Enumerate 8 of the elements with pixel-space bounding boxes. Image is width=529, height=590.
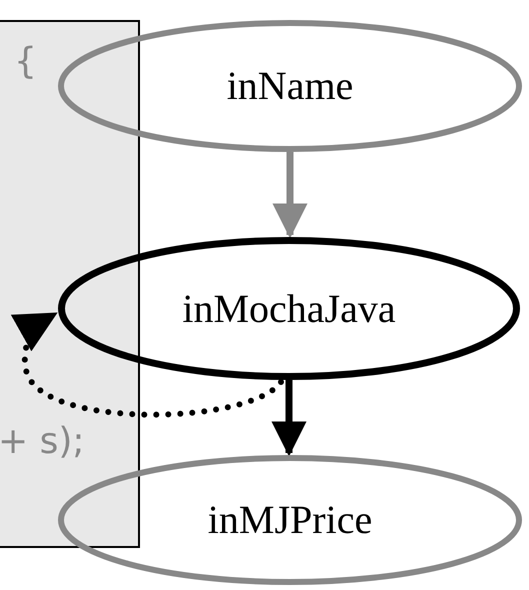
node-label: inMochaJava [182,288,396,328]
code-text: + s); [0,424,85,460]
code-text: { [14,44,37,80]
arrow [10,312,284,418]
node-label: inName [226,66,354,106]
arrow [272,380,306,456]
node-label: inMJPrice [208,500,372,540]
arrow [272,152,308,238]
